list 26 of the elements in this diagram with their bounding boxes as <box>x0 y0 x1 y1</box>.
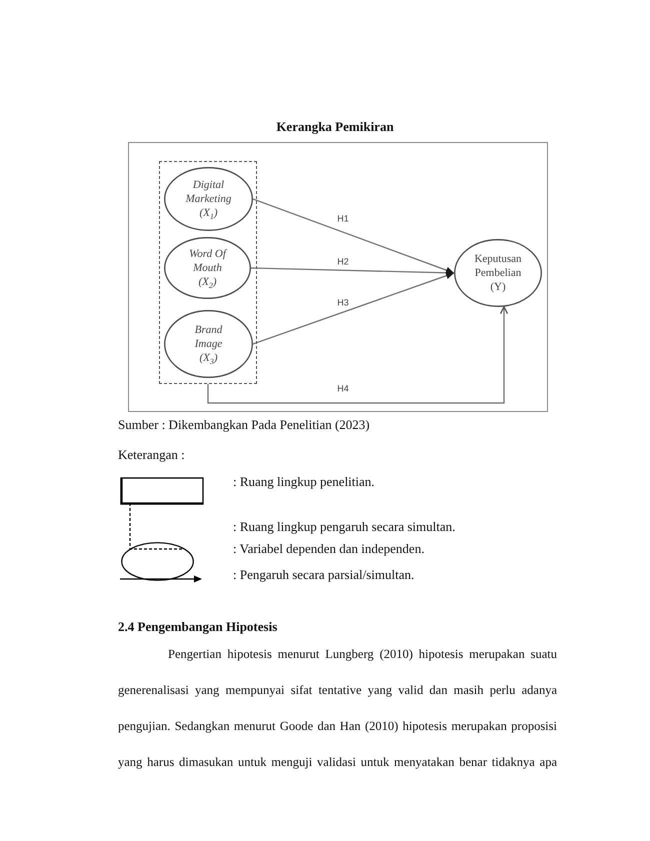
legend-text: : Ruang lingkup pengaruh secara simultan. <box>233 519 456 535</box>
edge-label: H2 <box>336 256 350 268</box>
legend-text: : Ruang lingkup penelitian. <box>233 474 375 490</box>
variable-label: Keputusan Pembelian (Y) <box>473 252 523 294</box>
variable-ellipse <box>454 239 542 307</box>
variable-ellipse <box>164 167 253 231</box>
variable-label: Digital Marketing (X$_{1}$) <box>184 178 232 220</box>
legend-text: : Variabel dependen dan independen. <box>233 541 424 557</box>
arrow <box>252 198 454 274</box>
edge-label: H3 <box>336 298 350 308</box>
legend-heading: Keterangan : <box>118 447 185 463</box>
edge-label: H4 <box>336 384 350 394</box>
source-note: Sumber : Dikembangkan Pada Penelitian (2023) <box>118 417 370 433</box>
body-paragraph: Pengertian hipotesis menurut Lungberg (2010) hipotesis merupakan suatu generenalisasi yang mempunyai sifat tentative yang valid dan masih perlu adanya pengujian. Sedangkan menurut Goode dan Han (2010) hipotesis merupakan proposisi yang harus dimasukan untuk menguji validasi untuk menyatakan benar tidaknya apa <box>118 646 557 771</box>
variable-label: Word Of Mouth (X$_{2}$) <box>188 247 228 289</box>
section-heading: 2.4 Pengembangan Hipotesis <box>118 619 278 635</box>
edge-label: H1 <box>336 214 350 224</box>
arrow <box>252 272 454 345</box>
arrow <box>250 267 454 276</box>
dashed-scope-box <box>159 161 257 384</box>
variable-ellipse <box>164 237 251 299</box>
arrow <box>207 306 508 404</box>
variable-ellipse <box>164 310 253 378</box>
legend-text: : Pengaruh secara parsial/simultan. <box>233 567 414 583</box>
variable-label: Brand Image (X$_{3}$) <box>194 323 224 365</box>
diagram-title: Kerangka Pemikiran <box>276 119 394 135</box>
